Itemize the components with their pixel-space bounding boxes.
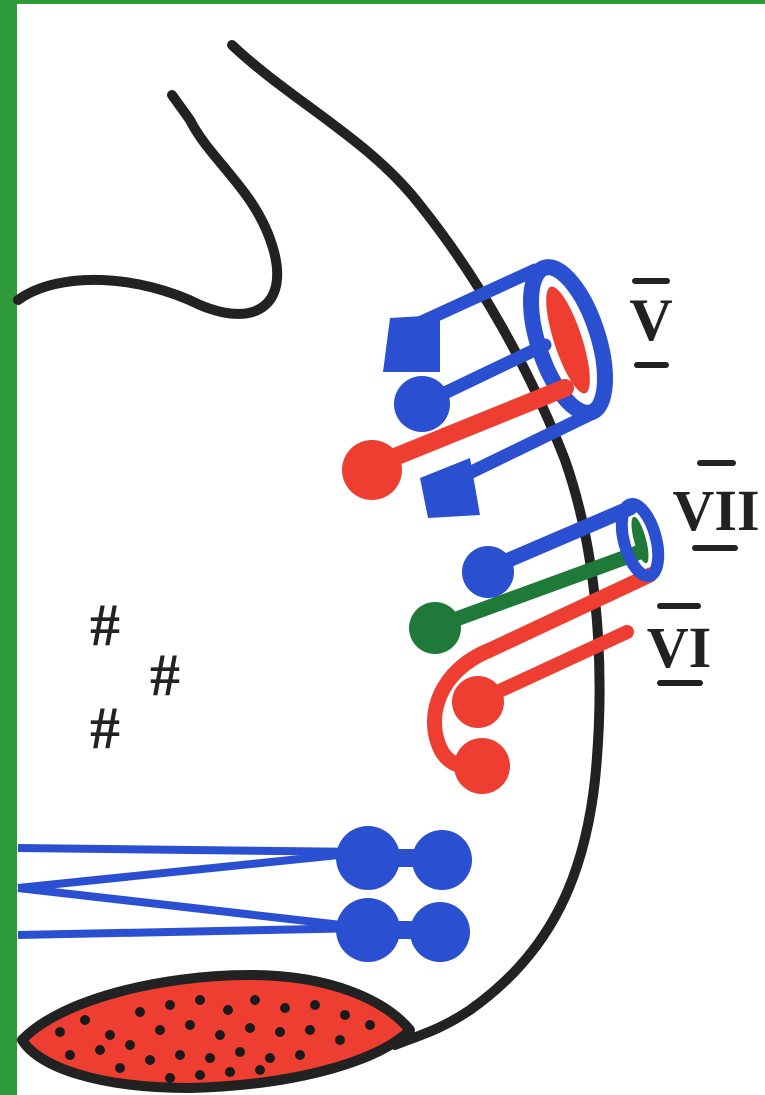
- dotted-nucleus-dots: [55, 995, 375, 1083]
- nucleus-dot: [185, 1020, 195, 1030]
- nucleus-dot: [223, 1005, 233, 1015]
- nucleus-dot: [95, 1045, 105, 1055]
- nucleus-dot: [250, 995, 260, 1005]
- nerve-vii-motor-fiber: [482, 500, 638, 576]
- nucleus-dot: [265, 1053, 275, 1063]
- nucleus-dot: [65, 1050, 75, 1060]
- nerve-v-motor-nucleus-triangle-lower: [420, 458, 480, 518]
- dotted-nucleus-shape: [17, 970, 415, 1093]
- nerve-vii-visceral-nucleus: [409, 602, 461, 654]
- nerve-v-motor-fiber-mid: [423, 338, 552, 407]
- hash-mark-1: #: [90, 592, 120, 658]
- nucleus-dot: [175, 1050, 185, 1060]
- tract-line-2: [17, 848, 369, 892]
- nucleus-dot: [245, 1023, 255, 1033]
- frame-left: [0, 0, 17, 1095]
- nucleus-dot: [310, 1000, 320, 1010]
- nerve-vii-visceral-fiber: [432, 544, 648, 633]
- label-v-text: V: [629, 287, 672, 353]
- nerve-vi-nucleus: [452, 676, 504, 728]
- nucleus-dot: [155, 1025, 165, 1035]
- nerve-vii-sensory-nucleus: [454, 738, 510, 794]
- tract-line-4: [17, 924, 369, 939]
- tract-nucleus-lower-right: [410, 902, 470, 962]
- brainstem-outline: [227, 40, 605, 1050]
- ventricle-outline: [13, 90, 283, 319]
- nucleus-dot: [225, 1067, 235, 1077]
- nucleus-dot: [195, 995, 205, 1005]
- nerve-vi-fiber: [473, 625, 634, 707]
- nucleus-dot: [365, 1020, 375, 1030]
- nerve-v-group: [342, 259, 613, 518]
- nerve-vii-root-core: [631, 516, 649, 564]
- nucleus-dot: [255, 1065, 265, 1075]
- nucleus-dot: [55, 1027, 65, 1037]
- label-nerve-vi: VI: [647, 603, 711, 686]
- nucleus-dot: [135, 1007, 145, 1017]
- nerve-v-sensory-nucleus: [342, 440, 402, 500]
- nucleus-dot: [165, 1073, 175, 1083]
- bottom-dotted-nucleus: [17, 970, 415, 1093]
- frame-top: [0, 0, 765, 4]
- label-nerve-vii: VII: [672, 460, 760, 551]
- nerve-v-motor-fiber-low: [448, 405, 602, 487]
- nerve-vi-group: [452, 625, 634, 728]
- nucleus-dot: [295, 1050, 305, 1060]
- label-vi-text: VI: [647, 615, 711, 680]
- nerve-v-motor-nucleus-triangle-upper: [383, 315, 440, 372]
- tract-line-1: [17, 844, 369, 856]
- nucleus-dot: [125, 1040, 135, 1050]
- motor-tract-group: [17, 826, 472, 962]
- nerve-vii-root-cylinder: [615, 498, 665, 582]
- nucleus-dot: [335, 1035, 345, 1045]
- tract-nucleus-upper-right: [412, 830, 472, 890]
- nucleus-dot: [165, 1000, 175, 1010]
- hash-mark-2: #: [150, 642, 180, 708]
- tract-line-3: [17, 884, 369, 932]
- nucleus-dot: [275, 1027, 285, 1037]
- nucleus-dot: [195, 1070, 205, 1080]
- nerve-v-sensory-fiber: [366, 379, 574, 474]
- nucleus-dot: [80, 1015, 90, 1025]
- nerve-v-root-sensory-core: [546, 286, 590, 394]
- label-nerve-v: V: [629, 278, 673, 368]
- hash-mark-3: #: [90, 695, 120, 761]
- nerve-v-root-cylinder: [523, 259, 613, 421]
- nucleus-dot: [235, 1047, 245, 1057]
- nucleus-dot: [205, 1053, 215, 1063]
- nerve-v-motor-nucleus-round: [394, 376, 450, 432]
- nucleus-dot: [305, 1025, 315, 1035]
- nucleus-dot: [215, 1030, 225, 1040]
- label-vii-text: VII: [672, 478, 759, 543]
- nucleus-dot: [145, 1055, 155, 1065]
- nucleus-dot: [280, 1003, 290, 1013]
- nucleus-dot: [115, 1063, 125, 1073]
- nerve-vii-motor-nucleus: [462, 546, 514, 598]
- tract-nucleus-lower-left: [336, 898, 400, 962]
- nucleus-dot: [340, 1010, 350, 1020]
- tract-nucleus-upper-left: [336, 826, 400, 890]
- nucleus-dot: [105, 1030, 115, 1040]
- nerve-vii-group: [409, 498, 665, 794]
